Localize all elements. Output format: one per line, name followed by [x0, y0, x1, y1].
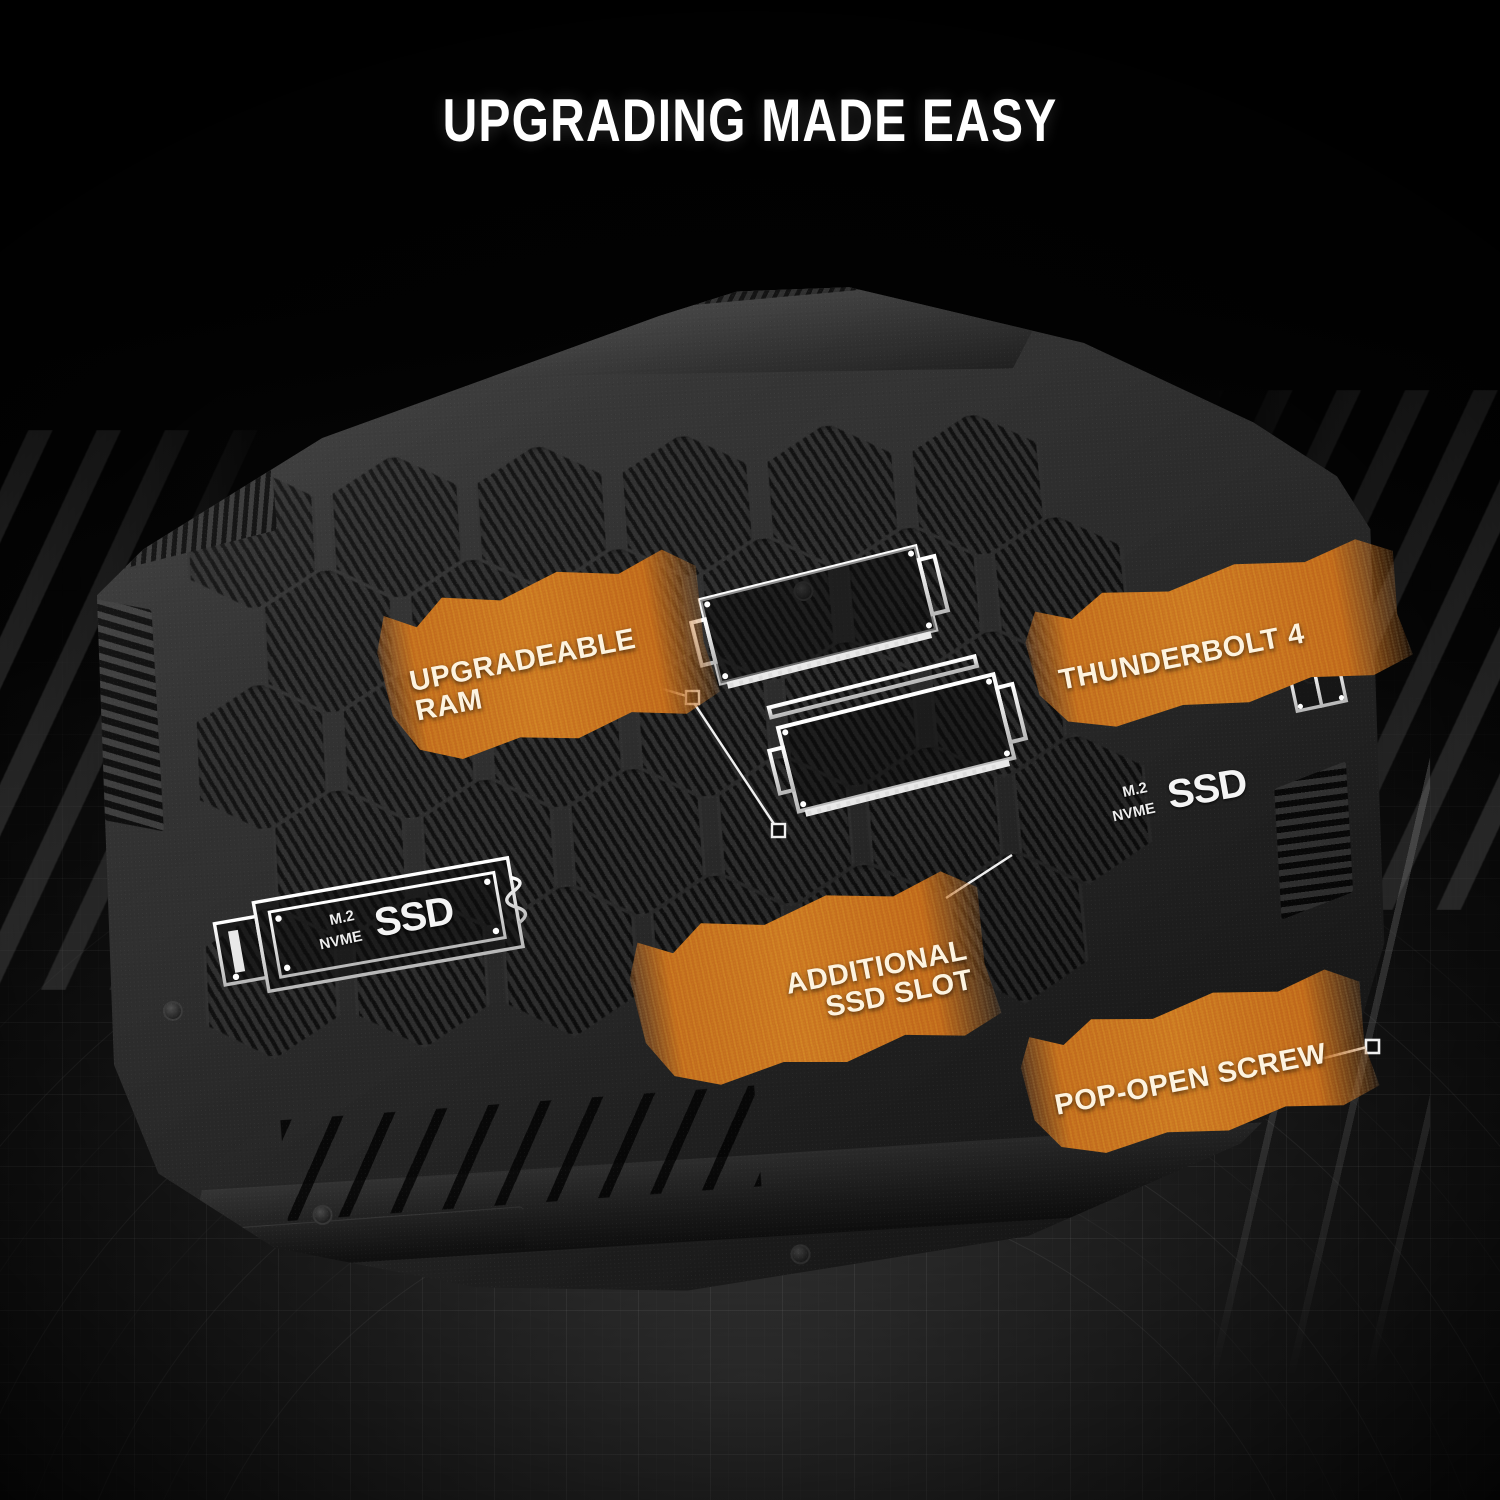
ram-module-1 [688, 543, 951, 689]
ssd-left-spec-line2: NVME [317, 927, 364, 954]
ssd-right-type: SSD [1164, 760, 1250, 818]
ssd-left-spec-line1: M.2 [327, 907, 356, 929]
ssd-right-spec-line1: M.2 [1120, 779, 1149, 801]
ssd-left-type: SSD [371, 888, 457, 946]
page-title: UPGRADING MADE EASY [442, 87, 1058, 154]
ssd-module-left-wireframe [212, 855, 528, 994]
ssd-right-spec-line2: NVME [1110, 799, 1157, 826]
ram-module-2 [766, 653, 1029, 817]
